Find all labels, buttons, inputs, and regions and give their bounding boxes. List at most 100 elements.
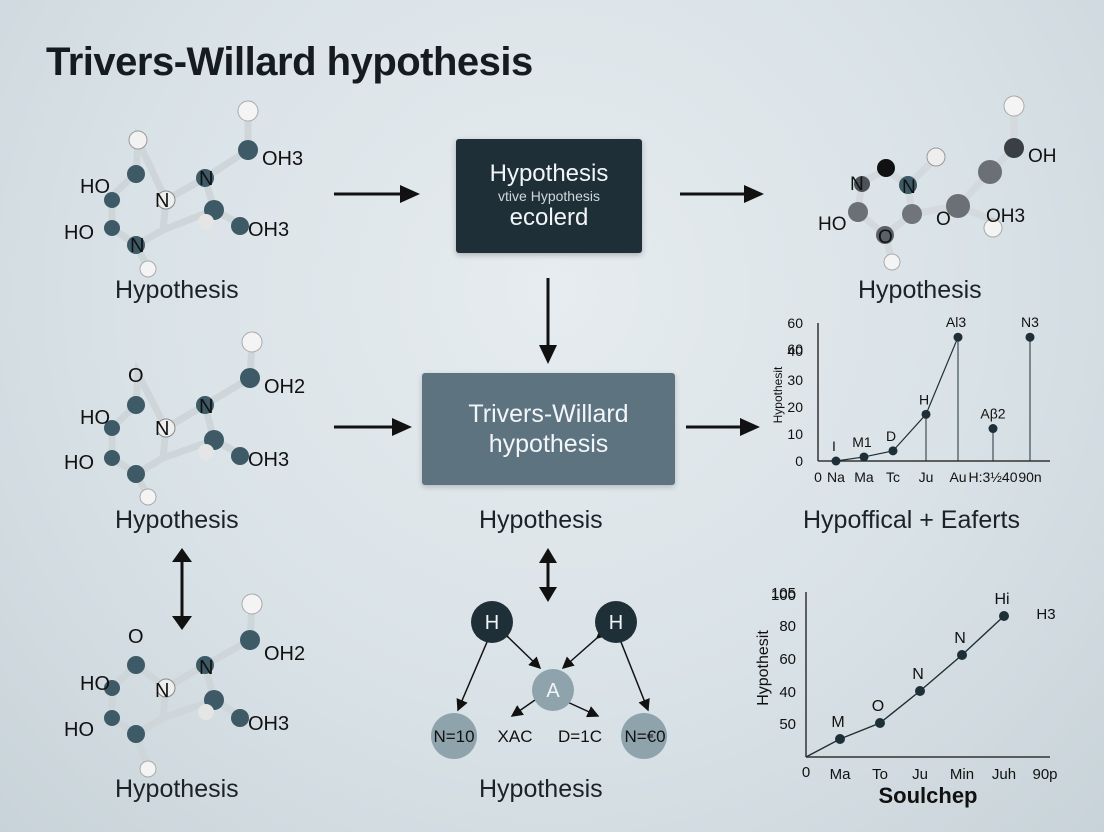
data-line — [835, 336, 959, 462]
box-line: hypothesis — [488, 430, 609, 458]
arrow-right-icon — [686, 418, 760, 436]
x-tick-label: H:3½40 — [968, 469, 1017, 485]
data-point — [915, 686, 925, 696]
trivers-willard-box: Trivers-Willard hypothesis — [422, 373, 675, 485]
data-label: N3 — [1021, 314, 1039, 330]
atom-label: N — [902, 177, 916, 198]
y-tick-label: 40 — [787, 343, 803, 359]
x-tick-label: Juh — [992, 766, 1016, 783]
data-point — [859, 452, 869, 462]
x-tick-label: Min — [950, 766, 974, 783]
y-axis-label: Hypothesit — [755, 630, 772, 706]
data-point — [875, 718, 885, 728]
arrow-down-icon — [539, 278, 557, 364]
y-axis-label: Hypothesit — [771, 366, 785, 423]
x-tick-label: Ma — [854, 469, 874, 485]
data-point — [835, 734, 845, 744]
x-tick-label: 0 — [814, 469, 822, 485]
box-line: Trivers-Willard — [468, 400, 629, 428]
data-point — [988, 424, 998, 434]
network-node — [471, 601, 513, 643]
arrow-right-icon — [334, 418, 412, 436]
hypothesis-box-top: Hypothesis vtive Hypothesis ecolerd — [456, 139, 642, 253]
arrow-right-icon — [334, 185, 420, 203]
data-point — [1025, 332, 1035, 342]
x-tick-label: 90p — [1032, 766, 1057, 783]
y-tick-label: 10 — [787, 426, 803, 442]
x-tick-label: Ju — [912, 766, 928, 783]
data-label: Hi — [994, 591, 1009, 608]
molecule-caption: Hypothesis — [858, 276, 982, 304]
atom-label: N — [199, 396, 213, 418]
atom-label: OH3 — [248, 449, 289, 471]
y-tick-label: 40 — [779, 684, 796, 701]
atom-label: HO — [80, 673, 110, 695]
x-axis-label: Soulchep — [878, 783, 977, 808]
data-point — [921, 409, 931, 419]
atom-label: HO — [64, 719, 94, 741]
box-caption: Hypothesis — [479, 506, 603, 534]
x-tick-label: Ju — [919, 469, 934, 485]
atom-label: O — [936, 209, 951, 230]
y-tick-label: 80 — [779, 618, 796, 635]
data-label: Al3 — [946, 314, 966, 330]
data-label: O — [872, 698, 884, 715]
atom-label: HO — [80, 407, 110, 429]
data-label: I — [832, 438, 836, 454]
data-label: Aβ2 — [980, 406, 1005, 422]
data-point — [953, 332, 963, 342]
atom-label: O — [128, 365, 144, 387]
node-label: N=10 — [433, 727, 474, 746]
x-tick-label: Ma — [830, 766, 851, 783]
network-node — [621, 713, 667, 759]
data-point — [888, 446, 898, 456]
atom-label: HO — [818, 214, 847, 235]
molecule-caption: Hypothesis — [115, 276, 239, 304]
data-line — [805, 615, 1005, 758]
x-tick-label: Na — [827, 469, 845, 485]
y-tick-label: 60 — [787, 341, 803, 357]
double-arrow-icon — [539, 548, 557, 602]
box-line: ecolerd — [509, 204, 589, 231]
atom-label: HO — [64, 222, 94, 244]
data-point — [831, 456, 841, 466]
atom-label: OH2 — [264, 643, 305, 665]
data-label: N — [954, 630, 966, 647]
data-label: D — [886, 428, 896, 444]
y-tick-label: 60 — [779, 651, 796, 668]
atom-label: N — [155, 418, 169, 440]
y-tick-label: 20 — [787, 399, 803, 415]
atom-label: O — [878, 227, 893, 248]
atom-label: OH3 — [262, 148, 303, 170]
arrow-right-icon — [680, 185, 764, 203]
network-caption: Hypothesis — [479, 775, 603, 803]
node-label: N=€0 — [624, 727, 665, 746]
data-label: M — [831, 714, 844, 731]
x-tick-label: Tc — [886, 469, 900, 485]
node-label: H — [485, 612, 499, 634]
y-tick-label: 30 — [787, 372, 803, 388]
node-label: A — [546, 680, 560, 702]
page-title: Trivers-Willard hypothesis — [46, 40, 533, 84]
atom-label: N — [155, 190, 169, 212]
molecule-caption: Hypothesis — [115, 775, 239, 803]
atom-label: OH3 — [248, 713, 289, 735]
data-label: H — [919, 391, 929, 407]
data-label: M1 — [852, 434, 872, 450]
atom-label: N — [199, 168, 213, 190]
molecule-caption: Hypothesis — [115, 506, 239, 534]
atom-label: OH2 — [264, 376, 305, 398]
box-line: vtive Hypothesis — [498, 188, 600, 204]
atom-label: HO — [64, 452, 94, 474]
atom-label: OH — [1028, 146, 1057, 167]
y-tick-label: 60 — [787, 315, 803, 331]
y-tick-label: 100 — [771, 587, 796, 604]
atom-label: O — [128, 626, 144, 648]
x-tick-label: Au — [949, 469, 966, 485]
atom-label: HO — [80, 176, 110, 198]
node-label: D=1C — [558, 727, 602, 746]
node-label: XAC — [498, 727, 533, 746]
network-node — [532, 669, 574, 711]
y-tick-label: 105 — [771, 585, 796, 602]
atom-label: N — [850, 174, 864, 195]
